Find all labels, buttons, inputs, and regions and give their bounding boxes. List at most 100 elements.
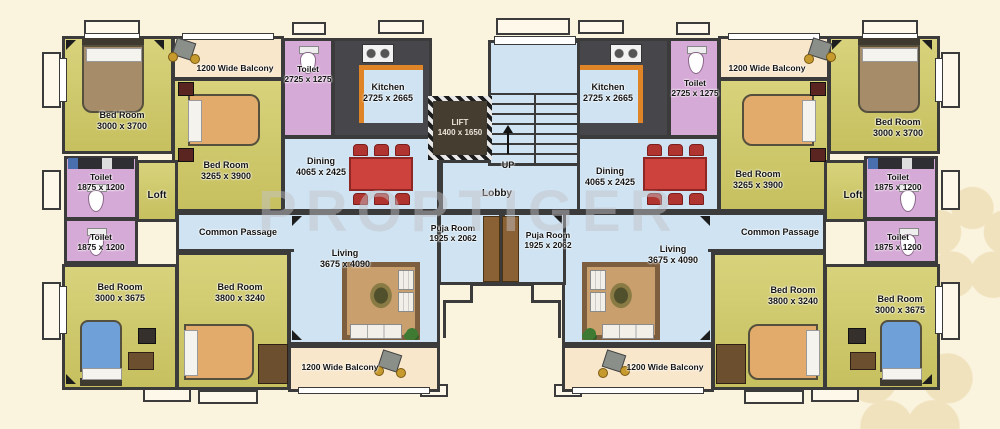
toilet-wc — [688, 52, 704, 74]
label-bedroom-top-right: Bed Room 3000 x 3700 — [872, 117, 924, 138]
puja-door-left — [483, 216, 500, 282]
label-balcony-top-right: 1200 Wide Balcony — [728, 63, 806, 73]
table — [848, 328, 866, 344]
balcony-object — [804, 54, 814, 64]
sofa — [602, 324, 654, 339]
balcony-object — [826, 52, 836, 62]
dining-chair — [647, 193, 662, 205]
nightstand — [810, 82, 826, 96]
label-bedroom-mid-right: Bed Room 3265 x 3900 — [732, 169, 784, 190]
window-tab — [941, 170, 960, 210]
up-arrow-icon — [503, 125, 513, 154]
window — [59, 58, 67, 102]
window-tab — [143, 388, 191, 402]
bathroom-shelf — [868, 158, 934, 169]
label-bedroom-top-left: Bed Room 3000 x 3700 — [96, 110, 148, 131]
lift-dims: 1400 x 1650 — [437, 128, 483, 137]
dining-chair — [395, 144, 410, 156]
headboard — [80, 378, 122, 386]
dining-chair — [353, 193, 368, 205]
dining-chair — [374, 144, 389, 156]
stairwell-window — [494, 36, 576, 45]
door-swing — [66, 40, 76, 50]
label-common-passage-left: Common Passage — [198, 227, 278, 237]
wall-segment — [470, 283, 473, 303]
label-bedroom-bottom-left: Bed Room 3000 x 3675 — [94, 282, 146, 303]
dining-chair — [353, 144, 368, 156]
door-swing — [832, 40, 842, 50]
balcony-object — [598, 368, 608, 378]
label-dining-left: Dining 4065 x 2425 — [295, 156, 347, 177]
label-bedroom-bottom-mid-left: Bed Room 3800 x 3240 — [214, 282, 266, 303]
label-common-passage-right: Common Passage — [740, 227, 820, 237]
toilet-wc — [88, 190, 104, 212]
wardrobe — [258, 344, 288, 384]
label-dining-right: Dining 4065 x 2425 — [584, 166, 636, 187]
lift-label: LIFT — [451, 117, 469, 127]
wall-segment — [558, 300, 561, 338]
window-tab — [578, 20, 624, 34]
label-bedroom-bottom-right: Bed Room 3000 x 3675 — [874, 294, 926, 315]
door-swing — [154, 40, 164, 50]
bed — [80, 320, 122, 372]
door-swing — [292, 216, 302, 226]
balcony-object — [396, 368, 406, 378]
dining-chair — [668, 144, 683, 156]
toilet-wc — [300, 52, 316, 74]
window — [59, 286, 67, 334]
window — [935, 58, 943, 102]
plant — [584, 328, 596, 340]
toilet-wc — [88, 234, 104, 256]
balcony-object — [168, 52, 178, 62]
balcony-object — [620, 366, 630, 376]
wall-segment — [470, 283, 534, 286]
label-up: UP — [501, 160, 515, 170]
pillow — [188, 100, 202, 142]
window-tab — [378, 20, 424, 34]
dining-chair — [689, 193, 704, 205]
label-living-left: Living 3675 x 4090 — [319, 248, 371, 269]
label-loft-right: Loft — [843, 190, 863, 201]
stair-divider — [534, 93, 536, 163]
label-bedroom-bottom-mid-right: Bed Room 3800 x 3240 — [767, 285, 819, 306]
nightstand — [178, 82, 194, 96]
headboard — [858, 38, 920, 45]
label-bedroom-mid-left: Bed Room 3265 x 3900 — [200, 160, 252, 181]
label-kitchen-left: Kitchen 2725 x 2665 — [362, 82, 414, 103]
window-tab — [744, 390, 804, 404]
sofa — [350, 324, 402, 339]
label-toilet-upper-left: Toilet 1875 x 1200 — [77, 172, 125, 193]
toilet-wc — [900, 190, 916, 212]
window-tab — [941, 52, 960, 108]
armchair — [398, 292, 414, 312]
window — [935, 286, 943, 334]
wall-segment — [531, 300, 561, 303]
bathroom-shelf — [68, 158, 134, 169]
label-kitchen-right: Kitchen 2725 x 2665 — [582, 82, 634, 103]
label-loft-left: Loft — [147, 190, 167, 201]
kitchen-floor — [359, 65, 423, 123]
table — [138, 328, 156, 344]
balcony-railing — [728, 33, 820, 40]
dining-chair — [689, 144, 704, 156]
kitchen-floor — [579, 65, 643, 123]
door-swing — [700, 330, 710, 340]
pillow — [82, 368, 122, 380]
room-passage-right — [708, 212, 826, 252]
window-tab — [676, 22, 710, 35]
staircase — [488, 40, 580, 166]
lift-shaft: LIFT 1400 x 1650 — [428, 96, 492, 160]
window-tab — [42, 170, 61, 210]
door-swing — [922, 374, 932, 384]
label-toilet-upper-right: Toilet 1875 x 1200 — [874, 172, 922, 193]
dining-chair — [668, 193, 683, 205]
wardrobe — [716, 344, 746, 384]
stove — [610, 44, 642, 63]
label-balcony-top-left: 1200 Wide Balcony — [196, 63, 274, 73]
door-swing — [552, 214, 562, 224]
pillow — [806, 330, 820, 376]
wall-segment — [443, 300, 473, 303]
dresser — [850, 352, 876, 370]
label-puja-left: Puja Room 1925 x 2062 — [429, 223, 477, 244]
